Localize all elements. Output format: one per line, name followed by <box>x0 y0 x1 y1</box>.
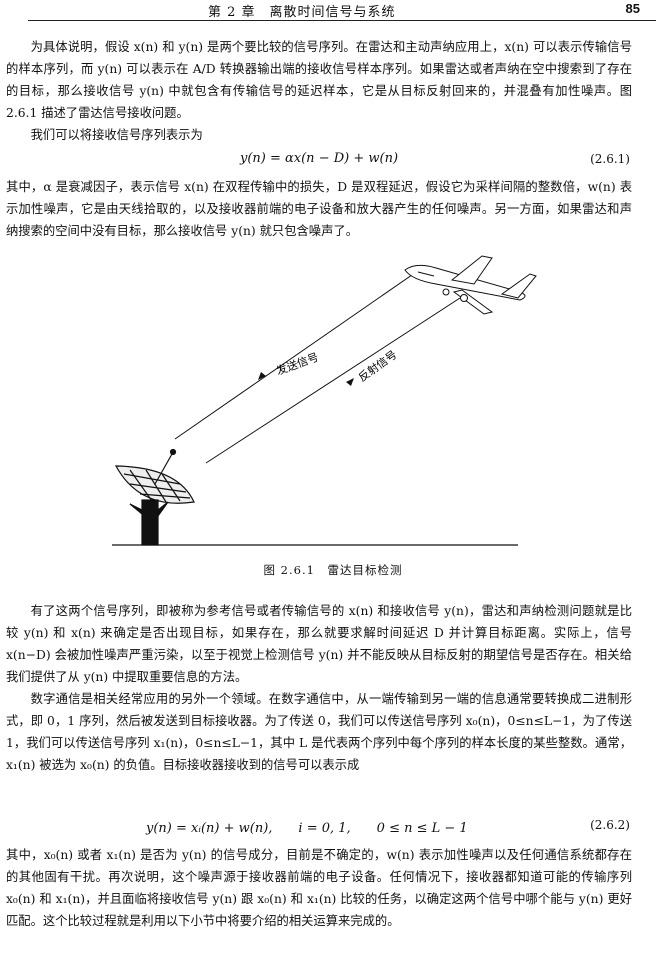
reflect-signal-line <box>205 297 461 464</box>
reflect-arrow-icon <box>346 378 354 386</box>
transmit-signal-line <box>174 267 423 440</box>
radar-figure: 发送信号 反射信号 <box>112 255 537 546</box>
chapter-title: 第 2 章 离散时间信号与系统 <box>208 5 396 20</box>
transmit-arrow-icon <box>258 372 266 380</box>
page-number: 85 <box>625 1 640 16</box>
equation-number: (2.6.1) <box>590 152 630 166</box>
equation-2-6-1: y(n) = αx(n − D) + w(n) (2.6.1) <box>6 150 632 172</box>
equation-2-6-2: y(n) = xᵢ(n) + w(n), i = 0, 1, 0 ≤ n ≤ L… <box>6 816 632 838</box>
airplane-icon <box>404 255 537 315</box>
figure-caption: 图 2.6.1 雷达目标检测 <box>263 563 403 577</box>
paragraph-lead-eq1: 我们可以将接收信号序列表示为 <box>30 128 203 142</box>
paragraph-eq1-explanation: 其中，α 是衰减因子，表示信号 x(n) 在双程传输中的损失，D 是双程延迟，假… <box>6 180 632 238</box>
running-header: 第 2 章 离散时间信号与系统 85 <box>28 0 656 21</box>
paragraph-intro: 为具体说明，假设 x(n) 和 y(n) 是两个要比较的信号序列。在雷达和主动声… <box>6 40 632 120</box>
paragraph-digital-comm: 数字通信是相关经常应用的另外一个领域。在数字通信中，从一端传输到另一端的信息通常… <box>6 692 632 772</box>
radar-dish-icon <box>114 448 195 546</box>
reflect-signal-label: 反射信号 <box>356 347 400 384</box>
paragraph-detection: 有了这两个信号序列，即被称为参考信号或者传输信号的 x(n) 和接收信号 y(n… <box>6 604 632 684</box>
equation-formula: y(n) = αx(n − D) + w(n) <box>239 151 399 166</box>
equation-number: (2.6.2) <box>590 818 630 832</box>
equation-formula: y(n) = xᵢ(n) + w(n), i = 0, 1, 0 ≤ n ≤ L… <box>146 821 468 836</box>
paragraph-eq2-explanation: 其中，x₀(n) 或者 x₁(n) 是否为 y(n) 的信号成分，目前是不确定的… <box>6 848 632 928</box>
